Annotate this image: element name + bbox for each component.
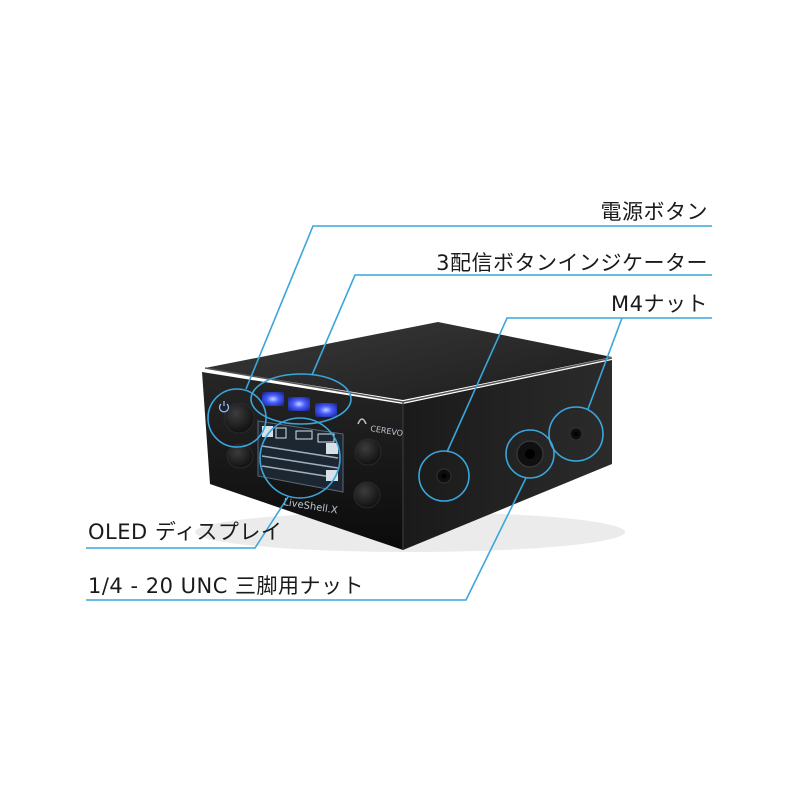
callout-m4-nut: M4ナット	[611, 292, 708, 316]
device-top-face	[205, 322, 612, 400]
power-button-highlight	[207, 388, 267, 448]
m4-nut-side	[436, 468, 452, 484]
m4-nut-side-highlight	[418, 450, 470, 502]
power-button-leader	[245, 225, 712, 390]
m4-nut-leader-1	[446, 317, 712, 453]
right-lower-button[interactable]	[353, 481, 381, 509]
indicator-highlight	[250, 373, 352, 425]
indicator-led-3	[315, 403, 337, 417]
callout-lines	[86, 225, 712, 601]
streaming-indicator-leds	[262, 392, 337, 417]
callout-highlights	[207, 373, 604, 502]
tripod-nut	[516, 440, 544, 468]
oled-content	[261, 426, 339, 481]
oled-power-icon	[262, 426, 273, 437]
oled-settings-icon	[326, 470, 338, 481]
indicator-led-2	[288, 397, 310, 411]
left-lower-button[interactable]	[226, 443, 254, 469]
m4-nut-rear	[569, 427, 583, 441]
callout-tripod-nut: 1/4 - 20 UNC 三脚用ナット	[88, 574, 365, 598]
m4-nut-leader-2	[587, 317, 623, 410]
right-upper-button[interactable]	[354, 438, 382, 466]
oled-leader	[86, 496, 289, 549]
device-side-face	[403, 360, 612, 550]
oled-display	[257, 420, 344, 493]
callout-oled-display: OLED ディスプレイ	[88, 520, 283, 544]
callout-indicators: 3配信ボタンインジケーター	[436, 251, 708, 275]
indicator-leader	[311, 274, 712, 376]
oled-tool-icon	[326, 443, 338, 454]
tripod-nut-leader	[86, 477, 527, 601]
tripod-nut-highlight	[505, 429, 555, 479]
indicator-led-1	[262, 392, 284, 406]
power-button[interactable]	[223, 402, 255, 434]
callout-power-button: 電源ボタン	[600, 200, 708, 224]
oled-highlight	[259, 417, 341, 499]
m4-nut-rear-highlight	[548, 406, 604, 462]
power-icon	[218, 401, 230, 413]
